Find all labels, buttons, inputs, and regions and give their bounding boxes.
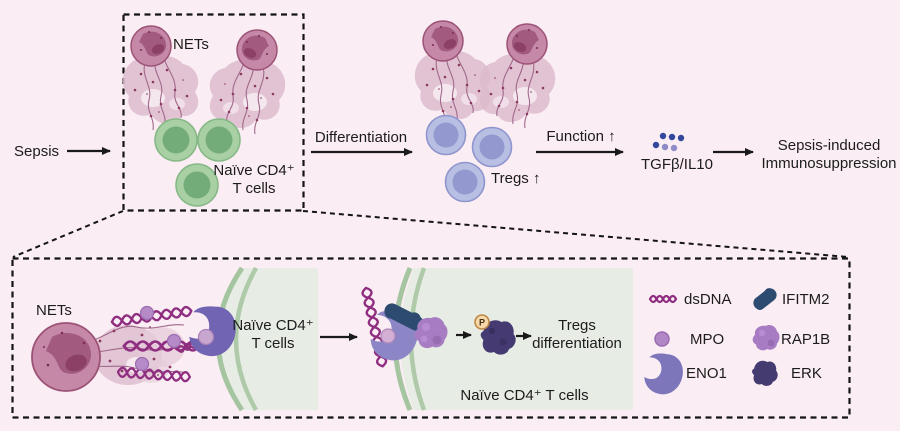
cytokine-dots [652, 132, 685, 152]
function-label: Function ↑ [546, 128, 616, 145]
ifitm2-molecule [384, 303, 424, 331]
naive-tcell-icon [154, 118, 198, 162]
legend-label-mpo: MPO [690, 331, 725, 348]
mpo-icon [654, 331, 670, 347]
zoom-connector-right [302, 210, 849, 258]
dashed-box-small [122, 13, 305, 212]
erk-icon [752, 360, 778, 386]
legend-label-dsdna: dsDNA [684, 291, 732, 308]
treg-cell-icon [444, 161, 486, 203]
rap1b-icon [752, 325, 780, 351]
pathway-arrows [320, 331, 532, 341]
dsdna-icon [648, 294, 678, 304]
dashed-box-large [11, 257, 851, 419]
net-cell-zoomed [31, 322, 197, 392]
rap1b-molecule [414, 317, 448, 349]
erk-phospho: P [474, 314, 516, 355]
naive-cd4-label-top: Naïve CD4⁺ T cells [213, 162, 295, 197]
legend-label-eno1: ENO1 [686, 365, 727, 382]
eno1-mpo-complex-1 [187, 304, 238, 359]
tgfb-il10-label: TGFβ/IL10 [641, 156, 713, 173]
zoom-connector-left [12, 210, 124, 258]
ifitm2-icon [753, 288, 777, 311]
phospho-badge [474, 314, 490, 330]
tregs-label: Tregs ↑ [491, 170, 541, 187]
sepsis-label: Sepsis [14, 143, 60, 160]
eno1-icon [641, 350, 686, 398]
nets-label-top: NETs [173, 36, 209, 53]
naive-tcell-icon [197, 118, 241, 162]
mpo-molecule [380, 328, 396, 344]
net-cell-icon [414, 20, 491, 126]
legend-label-erk: ERK [791, 365, 822, 382]
mpo-molecules [134, 305, 182, 372]
legend-label-rap1b: RAP1B [781, 331, 831, 348]
nets-label-bottom: NETs [36, 302, 72, 319]
phospho-label: P [479, 318, 485, 328]
outcome-label: Sepsis-induced Immunosuppression [761, 137, 897, 172]
signaling-complex [367, 303, 448, 365]
legend-icons [641, 288, 780, 398]
treg-cell-icon [471, 126, 513, 168]
net-cell-icon [479, 23, 556, 129]
treg-cell-icon [425, 114, 467, 156]
cell-membrane-block-1 [215, 266, 318, 412]
differentiation-label: Differentiation [314, 129, 408, 146]
naive-cd4-label-block1: Naïve CD4⁺ T cells [232, 317, 314, 352]
flow-arrows [67, 147, 754, 156]
legend-label-ifitm2: IFITM2 [782, 291, 830, 308]
tregs-differentiation-label: Tregs differentiation [532, 317, 622, 352]
naive-cd4-cell-label: Naïve CD4⁺ T cells [460, 387, 589, 404]
